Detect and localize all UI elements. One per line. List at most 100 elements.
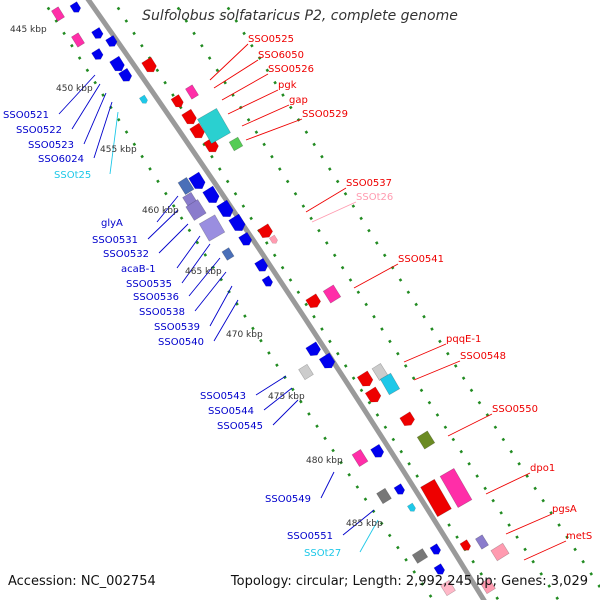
gene-feature [480, 577, 496, 595]
label-connector [255, 375, 287, 396]
label-connectors [58, 43, 567, 561]
label-connector [181, 243, 211, 284]
gene-label: SSO0522 [16, 125, 62, 136]
label-connector [413, 360, 461, 381]
gene-feature [188, 171, 206, 190]
genome-backbone [85, 0, 487, 600]
gene-feature [393, 483, 406, 495]
kbp-tick-label: 445 kbp [10, 25, 47, 35]
label-connector [263, 387, 293, 411]
gene-feature [91, 48, 104, 60]
gene-label: acaB-1 [121, 264, 156, 275]
dotted-track [221, 0, 600, 590]
gene-feature [490, 542, 510, 562]
gene-feature [376, 487, 392, 505]
gene-label: SSO0551 [287, 531, 333, 542]
label-connector [194, 271, 227, 312]
kbp-tick-label: 485 kbp [346, 519, 383, 529]
gene-feature [198, 214, 226, 242]
label-connector [305, 187, 347, 213]
gene-label: metS [566, 531, 592, 542]
gene-label: pgsA [552, 504, 577, 515]
gene-feature [305, 341, 321, 356]
label-connector [447, 413, 493, 437]
gene-label: SSO0539 [154, 322, 200, 333]
gene-label: SSOt27 [304, 548, 341, 559]
dotted-track [41, 0, 435, 600]
gene-feature [221, 247, 235, 261]
gene-feature [118, 67, 133, 82]
gene-label: SSOt25 [54, 170, 91, 181]
label-connector [109, 111, 119, 175]
gene-feature [420, 478, 452, 518]
gene-feature [202, 185, 220, 204]
gene-label: SSOt26 [356, 192, 393, 203]
label-connector [320, 471, 335, 499]
gene-feature [268, 234, 278, 244]
gene-feature [399, 411, 415, 426]
gene-feature [416, 430, 436, 450]
accession-text: Accession: NC_002754 [8, 574, 156, 589]
dotted-track [111, 0, 500, 600]
kbp-tick-label: 480 kbp [306, 456, 343, 466]
gene-feature [257, 223, 273, 238]
gene-label: dpo1 [530, 463, 555, 474]
gene-feature [370, 443, 385, 458]
gene-label: glyA [101, 218, 123, 229]
gene-feature [177, 177, 195, 195]
gene-feature [364, 386, 382, 403]
gene-feature [433, 563, 446, 575]
label-connector [505, 513, 553, 535]
gene-feature [459, 539, 472, 551]
label-connector [359, 519, 379, 553]
label-connector [209, 43, 249, 81]
label-connector [241, 104, 290, 127]
gene-label: SSO0535 [126, 279, 172, 290]
gene-feature [406, 502, 416, 512]
gene-feature [429, 543, 442, 555]
gene-feature [238, 231, 253, 246]
gene-label: SSO0529 [302, 109, 348, 120]
gene-label: SSO0543 [200, 391, 246, 402]
gene-label: SSO0536 [133, 292, 179, 303]
gene-feature [197, 107, 231, 145]
gene-feature [105, 35, 118, 47]
gene-feature [305, 293, 321, 308]
label-connector [83, 92, 107, 145]
gene-feature [69, 1, 82, 13]
gene-feature [91, 27, 104, 39]
gene-feature [440, 579, 456, 597]
gene-label: SSO0525 [248, 34, 294, 45]
dotted-track [171, 0, 560, 600]
kbp-tick-label: 460 kbp [142, 206, 179, 216]
gene-label: SSO0544 [208, 406, 254, 417]
kbp-tick-label: 450 kbp [56, 84, 93, 94]
gene-label: SSO0537 [346, 178, 392, 189]
gene-feature [138, 94, 148, 104]
kbp-tick-label: 470 kbp [226, 330, 263, 340]
gene-feature [170, 94, 184, 108]
gene-label: SSO0521 [3, 110, 49, 121]
gene-feature [379, 372, 401, 396]
label-connector [221, 73, 269, 101]
gene-label: SSO0532 [103, 249, 149, 260]
gene-feature [109, 55, 125, 72]
gene-label: SSO0541 [398, 254, 444, 265]
label-connector [353, 263, 399, 289]
label-connector [147, 209, 179, 240]
gene-feature [351, 449, 369, 467]
label-connector [188, 257, 221, 297]
label-connector [213, 59, 259, 89]
gene-label: pqqE-1 [446, 334, 481, 345]
genome-summary-text: Topology: circular; Length: 2,992,245 bp… [230, 574, 588, 589]
kbp-tick-label: 475 kbp [268, 392, 305, 402]
gene-feature [51, 6, 65, 22]
label-connector [342, 509, 375, 536]
gene-label: SSO0531 [92, 235, 138, 246]
gene-features [51, 1, 510, 597]
gene-feature [181, 108, 197, 125]
label-connector [403, 343, 447, 363]
gene-feature [318, 352, 336, 369]
